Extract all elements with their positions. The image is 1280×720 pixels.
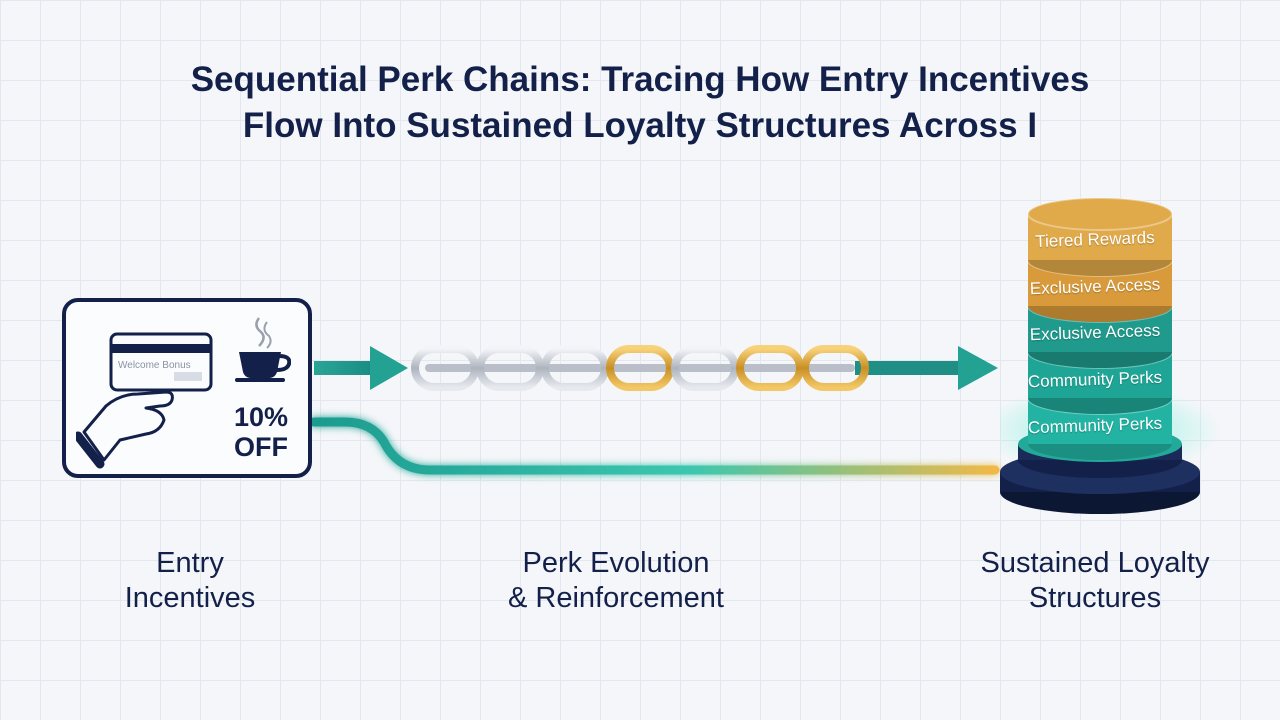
arrow-to-chain [314, 346, 408, 390]
stage-label-line: Structures [1028, 582, 1162, 614]
stage-label-line: Sustained Loyalty [980, 547, 1210, 579]
entry-incentives-card: Welcome Bonus 10% OFF [62, 298, 312, 478]
credit-card-icon [76, 332, 213, 469]
discount-off: OFF [234, 432, 288, 462]
stage-label-entry: Entry Incentives [90, 546, 290, 616]
discount-percent: 10% [233, 402, 289, 432]
stage-label-line: Entry [156, 547, 224, 579]
diagram-title-line-1: Sequential Perk Chains: Tracing How Entr… [190, 60, 1090, 99]
perk-chain [411, 345, 869, 391]
stage-label-loyalty: Sustained Loyalty Structures [935, 546, 1255, 616]
coffee-cup-icon [235, 317, 291, 382]
stage-label-line: Perk Evolution [522, 547, 710, 579]
chain-link-silver [541, 345, 609, 391]
chain-link-gold [801, 345, 869, 391]
chain-link-silver [476, 345, 544, 391]
loyalty-stack [1000, 197, 1220, 514]
arrow-to-stack [855, 346, 998, 390]
stack-layer [1027, 197, 1173, 276]
welcome-bonus-label: Welcome Bonus [118, 360, 191, 371]
stage-label-line: & Reinforcement [508, 582, 724, 614]
flow-pipe [309, 417, 1000, 475]
chain-link-silver [411, 345, 479, 391]
discount-badge: 10% OFF [216, 402, 306, 462]
stage-label-line: Incentives [124, 582, 256, 614]
chain-link-gold [736, 345, 804, 391]
chain-bar [425, 364, 855, 372]
stage-label-evolution: Perk Evolution & Reinforcement [466, 546, 766, 616]
hand-icon [76, 390, 174, 469]
chain-link-silver [671, 345, 739, 391]
chain-link-gold [606, 345, 674, 391]
diagram-title-line-2: Flow Into Sustained Loyalty Structures A… [242, 106, 1038, 145]
